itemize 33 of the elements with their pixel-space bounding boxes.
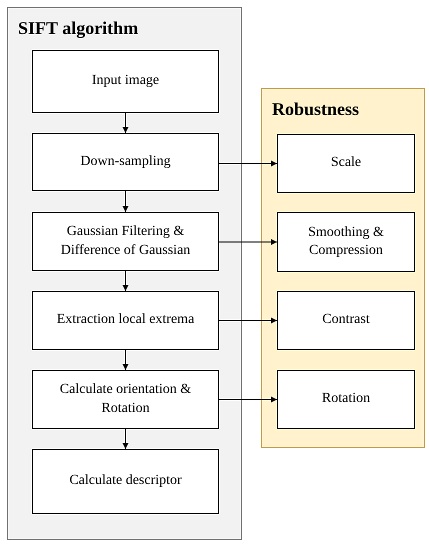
process-box (32, 370, 219, 429)
panel-title: Robustness (272, 99, 360, 120)
box-label: Extraction local extrema (56, 311, 194, 330)
arrow (122, 428, 128, 450)
process-box (32, 133, 219, 191)
arrow (122, 350, 128, 370)
box-label: Input image (92, 72, 160, 90)
process-box (277, 212, 415, 272)
arrow (218, 160, 278, 166)
box-label: Down-sampling (80, 152, 171, 171)
process-box (32, 291, 219, 350)
arrow (122, 190, 128, 212)
process-box (32, 449, 219, 514)
box-label: Calculate orientation & Rotation (58, 381, 192, 418)
box-label: Rotation (322, 390, 370, 408)
box-label: Contrast (322, 311, 370, 330)
process-box (32, 212, 219, 271)
group-panel (261, 88, 425, 448)
arrow (218, 239, 278, 245)
box-label: Smoothing & Compression (307, 224, 385, 260)
box-label: Scale (330, 154, 362, 172)
process-box (277, 291, 415, 350)
arrow (218, 396, 278, 402)
process-box (32, 50, 219, 113)
arrow (122, 270, 128, 292)
process-box (277, 370, 415, 429)
process-box (277, 134, 415, 193)
arrow (122, 112, 128, 134)
group-panel (7, 7, 242, 540)
box-label: Gaussian Filtering & Difference of Gaussian (60, 223, 192, 260)
panel-title: SIFT algorithm (18, 18, 138, 39)
arrow (218, 318, 278, 324)
box-label: Calculate descriptor (69, 472, 182, 490)
